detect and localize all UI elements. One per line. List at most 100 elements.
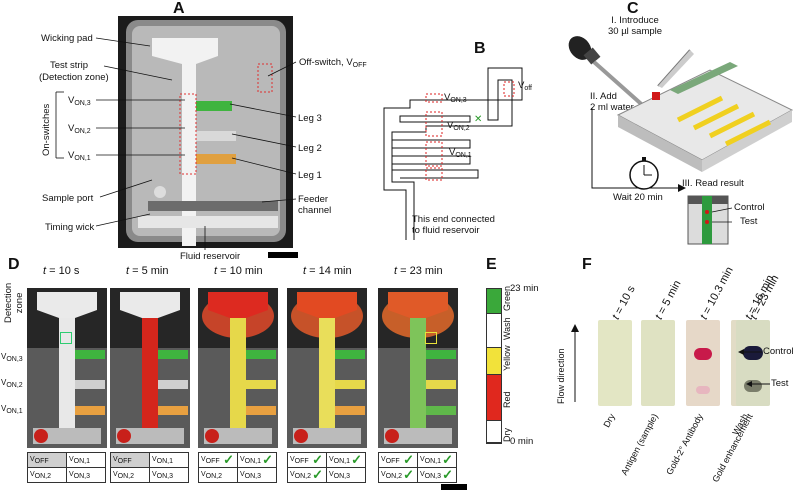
d-von3-sub: ON,3 (6, 356, 23, 363)
panel-label-a: A (173, 0, 185, 17)
c-step1-line2: 30 µl sample (608, 26, 663, 37)
dropper-icon (568, 36, 650, 112)
von1-sub: ON,1 (74, 155, 91, 162)
d-switch-v: V (290, 455, 295, 463)
d-time-value: = 14 min (306, 265, 352, 277)
c-test: Test (740, 216, 758, 227)
d-von1-sub: ON,1 (6, 408, 23, 415)
d-time-t: t (303, 265, 307, 277)
f-strip (736, 320, 770, 406)
d-switch-sub: ON,2 (294, 472, 312, 480)
d-frame-photo (110, 288, 190, 448)
legend-segment-label: Red (502, 391, 512, 408)
d-switch-cell: VON,2✓ (287, 467, 327, 483)
panel-label-c: C (627, 0, 639, 17)
off-switch-text: Off-switch, V (299, 57, 353, 68)
f-strip (641, 320, 675, 406)
label-sample-port: Sample port (42, 193, 94, 204)
pipette-icon (657, 49, 694, 88)
d-switch-v: V (69, 455, 74, 463)
f-time-label: t = 10 s (610, 284, 638, 322)
von2-v: V (68, 123, 75, 134)
von1-v: V (68, 150, 75, 161)
scale-bar-a (268, 252, 298, 258)
d-time-value: = 10 s (46, 265, 80, 277)
f-time-value: = 10 s (611, 283, 638, 319)
d-switch-cell: VOFF✓ (287, 452, 327, 468)
b-von1-v: V (449, 147, 456, 158)
c-step2-line1: II. Add (590, 91, 617, 102)
d-switch-cell: VOFF✓ (198, 452, 238, 468)
von3-v: V (68, 95, 75, 106)
b-label-von3: VON,3 (444, 92, 467, 106)
legend-segment-label: Green (502, 285, 512, 311)
von2-sub: ON,2 (74, 128, 91, 135)
label-von1: VON,1 (68, 150, 91, 164)
d-time-label: t = 14 min (303, 265, 352, 277)
checkmark-icon: ✓ (312, 452, 323, 467)
f-time-value: = 10.3 min (699, 264, 736, 319)
d-switch-v: V (201, 470, 206, 478)
label-detection-zone: (Detection zone) (39, 72, 109, 83)
d-detection-highlight (60, 332, 72, 344)
panel-label-f: F (582, 256, 592, 273)
d-time-t: t (214, 265, 218, 277)
d-switch-table: VOFF✓VON,1✓VON,2✓VON,3 (287, 452, 366, 483)
d-switch-sub: ON,2 (205, 472, 223, 480)
b-voff-v: V (518, 80, 525, 91)
f-stage-label: Gold enhancement (710, 412, 755, 484)
device-photo-drawing (126, 20, 286, 246)
control-line (694, 348, 712, 360)
d-switch-v: V (240, 455, 245, 463)
d-switch-v: V (30, 470, 35, 478)
d-switch-cell: VON,2✓ (378, 467, 418, 483)
label-wicking-pad: Wicking pad (41, 33, 93, 44)
test-line (696, 386, 710, 394)
c-wait: Wait 20 min (613, 192, 663, 203)
checkmark-icon: ✓ (442, 467, 453, 482)
f-strip (686, 320, 720, 406)
f-pointer-arrows (738, 349, 770, 387)
channel-schematic: ✕ (383, 67, 523, 240)
d-switch-v: V (420, 455, 425, 463)
d-detection-line2: zone (14, 292, 25, 314)
c-step3: III. Read result (682, 178, 744, 189)
d-switch-v: V (152, 470, 157, 478)
checkmark-icon: ✓ (403, 452, 414, 467)
d-switch-v: V (381, 455, 386, 463)
legend-segment-label: Dry (502, 427, 512, 442)
checkmark-icon: ✓ (403, 467, 414, 482)
legend-segment: Wash (487, 313, 512, 348)
c-control: Control (734, 202, 765, 213)
d-time-value: = 23 min (397, 265, 443, 277)
d-von3-v: V (1, 352, 7, 361)
d-label-von3: VON,3 (1, 351, 23, 365)
svg-text:✕: ✕ (474, 114, 482, 125)
d-label-von2: VON,2 (1, 377, 23, 391)
control-line (743, 346, 763, 360)
d-switch-cell: VON,3 (326, 467, 366, 483)
d-von1-v: V (1, 404, 7, 413)
d-switch-sub: ON,3 (424, 472, 442, 480)
d-switch-sub: OFF (385, 457, 400, 465)
f-stage-label: Gold-2° Antibody (664, 412, 705, 477)
d-frame-photo (198, 288, 278, 448)
legend-segment: Yellow (487, 345, 512, 376)
b-label-von1: VON,1 (449, 147, 472, 161)
d-switch-cell: VON,3 (66, 467, 106, 483)
d-switch-cell: VOFF (110, 452, 150, 468)
d-switch-cell: VON,1✓ (326, 452, 366, 468)
checkmark-icon: ✓ (223, 452, 234, 467)
d-time-value: = 5 min (129, 265, 169, 277)
feeder-line1: Feeder (298, 194, 329, 205)
d-detection-highlight (425, 332, 437, 344)
d-time-label: t = 5 min (126, 265, 169, 277)
f-strip (598, 320, 632, 406)
label-von3: VON,3 (68, 95, 91, 109)
